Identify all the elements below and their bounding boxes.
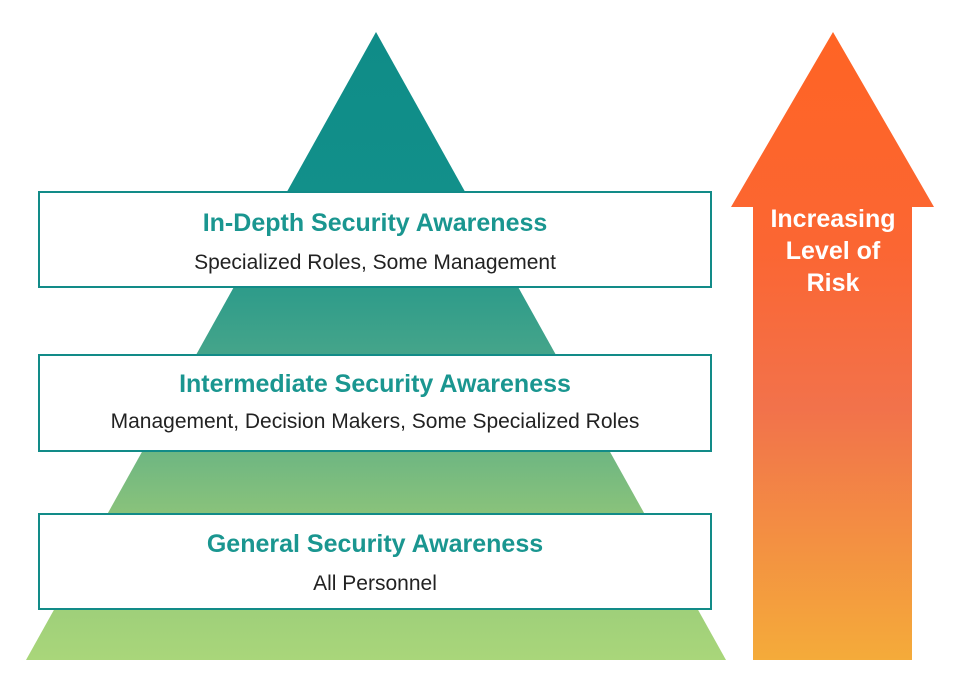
tier-title: In-Depth Security Awareness [202,209,548,237]
risk-label-line: Increasing [770,205,896,233]
tier-title: General Security Awareness [206,530,544,558]
risk-arrow [731,32,934,660]
tier-title: Intermediate Security Awareness [179,370,571,398]
tier-subtitle: All Personnel [313,572,437,595]
tier-subtitle: Management, Decision Makers, Some Specia… [110,410,640,433]
tier-intermediate: Intermediate Security Awareness Manageme… [38,354,712,452]
pyramid-shape [26,32,726,660]
risk-arrow-label: Increasing Level of Risk [751,203,915,299]
risk-label-line: Level of [785,237,881,265]
tier-subtitle: Specialized Roles, Some Management [194,251,556,274]
tier-in-depth: In-Depth Security Awareness Specialized … [38,191,712,288]
risk-label-line: Risk [806,269,860,297]
tier-general: General Security Awareness All Personnel [38,513,712,610]
